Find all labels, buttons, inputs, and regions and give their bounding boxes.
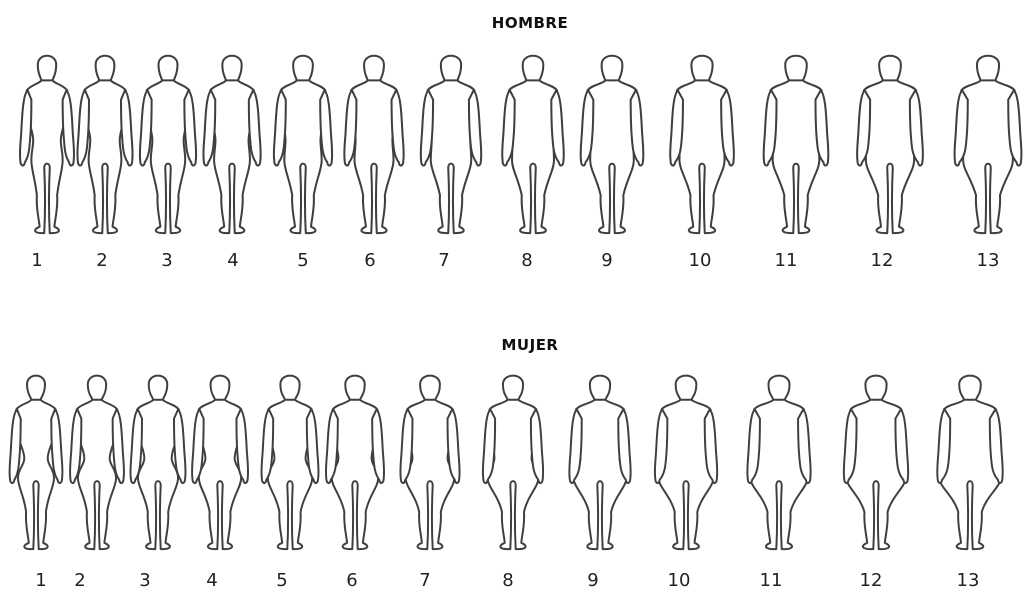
men-body-figure-12 <box>844 50 936 234</box>
men-figure-number-13: 13 <box>968 250 1008 271</box>
women-figure-number-13: 13 <box>948 570 988 591</box>
torso-outline <box>864 80 917 233</box>
men-figure-number-5: 5 <box>283 250 323 271</box>
men-figure-number-2: 2 <box>82 250 122 271</box>
women-body-figure-11 <box>734 370 824 550</box>
head-outline <box>88 376 106 401</box>
torso-outline <box>351 80 397 233</box>
men-figure-number-9: 9 <box>587 250 627 271</box>
women-figure-number-7: 7 <box>405 570 445 591</box>
head-outline <box>959 376 981 401</box>
left-arm-outline <box>77 90 89 165</box>
head-outline <box>977 56 999 82</box>
men-figure-number-7: 7 <box>424 250 464 271</box>
men-figure-number-1: 1 <box>17 250 57 271</box>
men-figure-number-8: 8 <box>507 250 547 271</box>
men-body-figure-11 <box>750 50 842 234</box>
head-outline <box>38 56 56 82</box>
women-body-figure-7 <box>385 370 475 550</box>
torso-outline <box>198 400 241 549</box>
left-arm-outline <box>20 90 31 165</box>
head-outline <box>691 56 712 82</box>
head-outline <box>590 376 610 401</box>
men-figure-number-12: 12 <box>862 250 902 271</box>
torso-outline <box>587 80 637 233</box>
torso-outline <box>84 80 126 233</box>
women-figure-number-10: 10 <box>659 570 699 591</box>
women-figure-number-11: 11 <box>751 570 791 591</box>
head-outline <box>364 56 384 82</box>
head-outline <box>27 376 45 401</box>
men-row-title: HOMBRE <box>15 14 1030 32</box>
torso-outline <box>961 80 1015 233</box>
torso-outline <box>210 80 254 233</box>
left-arm-outline <box>140 90 152 165</box>
women-figure-number-2: 2 <box>60 570 100 591</box>
torso-outline <box>280 80 325 233</box>
head-outline <box>785 56 807 82</box>
men-figure-number-3: 3 <box>147 250 187 271</box>
women-body-figure-13 <box>925 370 1015 550</box>
women-body-figure-9 <box>555 370 645 550</box>
head-outline <box>345 376 364 401</box>
men-body-figure-9 <box>566 50 658 234</box>
women-figure-number-8: 8 <box>488 570 528 591</box>
torso-outline <box>427 80 474 233</box>
torso-outline <box>76 400 117 549</box>
women-row-title: MUJER <box>15 336 1030 354</box>
torso-outline <box>268 400 312 549</box>
women-figure-number-12: 12 <box>851 570 891 591</box>
head-outline <box>222 56 241 82</box>
head-outline <box>149 376 168 401</box>
women-figure-number-3: 3 <box>125 570 165 591</box>
head-outline <box>96 56 115 82</box>
head-outline <box>865 376 886 401</box>
head-outline <box>602 56 623 82</box>
women-figure-number-5: 5 <box>262 570 302 591</box>
head-outline <box>879 56 901 82</box>
women-body-figure-10 <box>641 370 731 550</box>
torso-outline <box>137 400 179 549</box>
men-figure-number-4: 4 <box>213 250 253 271</box>
women-body-figure-12 <box>831 370 921 550</box>
head-outline <box>676 376 697 401</box>
women-figure-number-6: 6 <box>332 570 372 591</box>
head-outline <box>523 56 544 82</box>
men-figure-number-10: 10 <box>680 250 720 271</box>
men-figure-number-6: 6 <box>350 250 390 271</box>
men-body-figure-10 <box>656 50 748 234</box>
torso-outline <box>16 400 56 549</box>
head-outline <box>280 376 299 401</box>
men-body-figure-13 <box>942 50 1030 234</box>
women-figure-number-1: 1 <box>21 570 61 591</box>
head-outline <box>420 376 440 401</box>
torso-outline <box>677 80 728 233</box>
torso-outline <box>146 80 189 233</box>
head-outline <box>211 376 230 401</box>
women-figure-number-9: 9 <box>573 570 613 591</box>
head-outline <box>441 56 461 82</box>
women-figure-number-4: 4 <box>192 570 232 591</box>
head-outline <box>293 56 313 82</box>
head-outline <box>503 376 523 401</box>
head-outline <box>159 56 178 82</box>
head-outline <box>768 376 789 401</box>
torso-outline <box>770 80 822 233</box>
men-body-figure-7 <box>405 50 497 234</box>
women-body-figure-8 <box>468 370 558 550</box>
men-figure-number-11: 11 <box>766 250 806 271</box>
torso-outline <box>509 80 558 233</box>
